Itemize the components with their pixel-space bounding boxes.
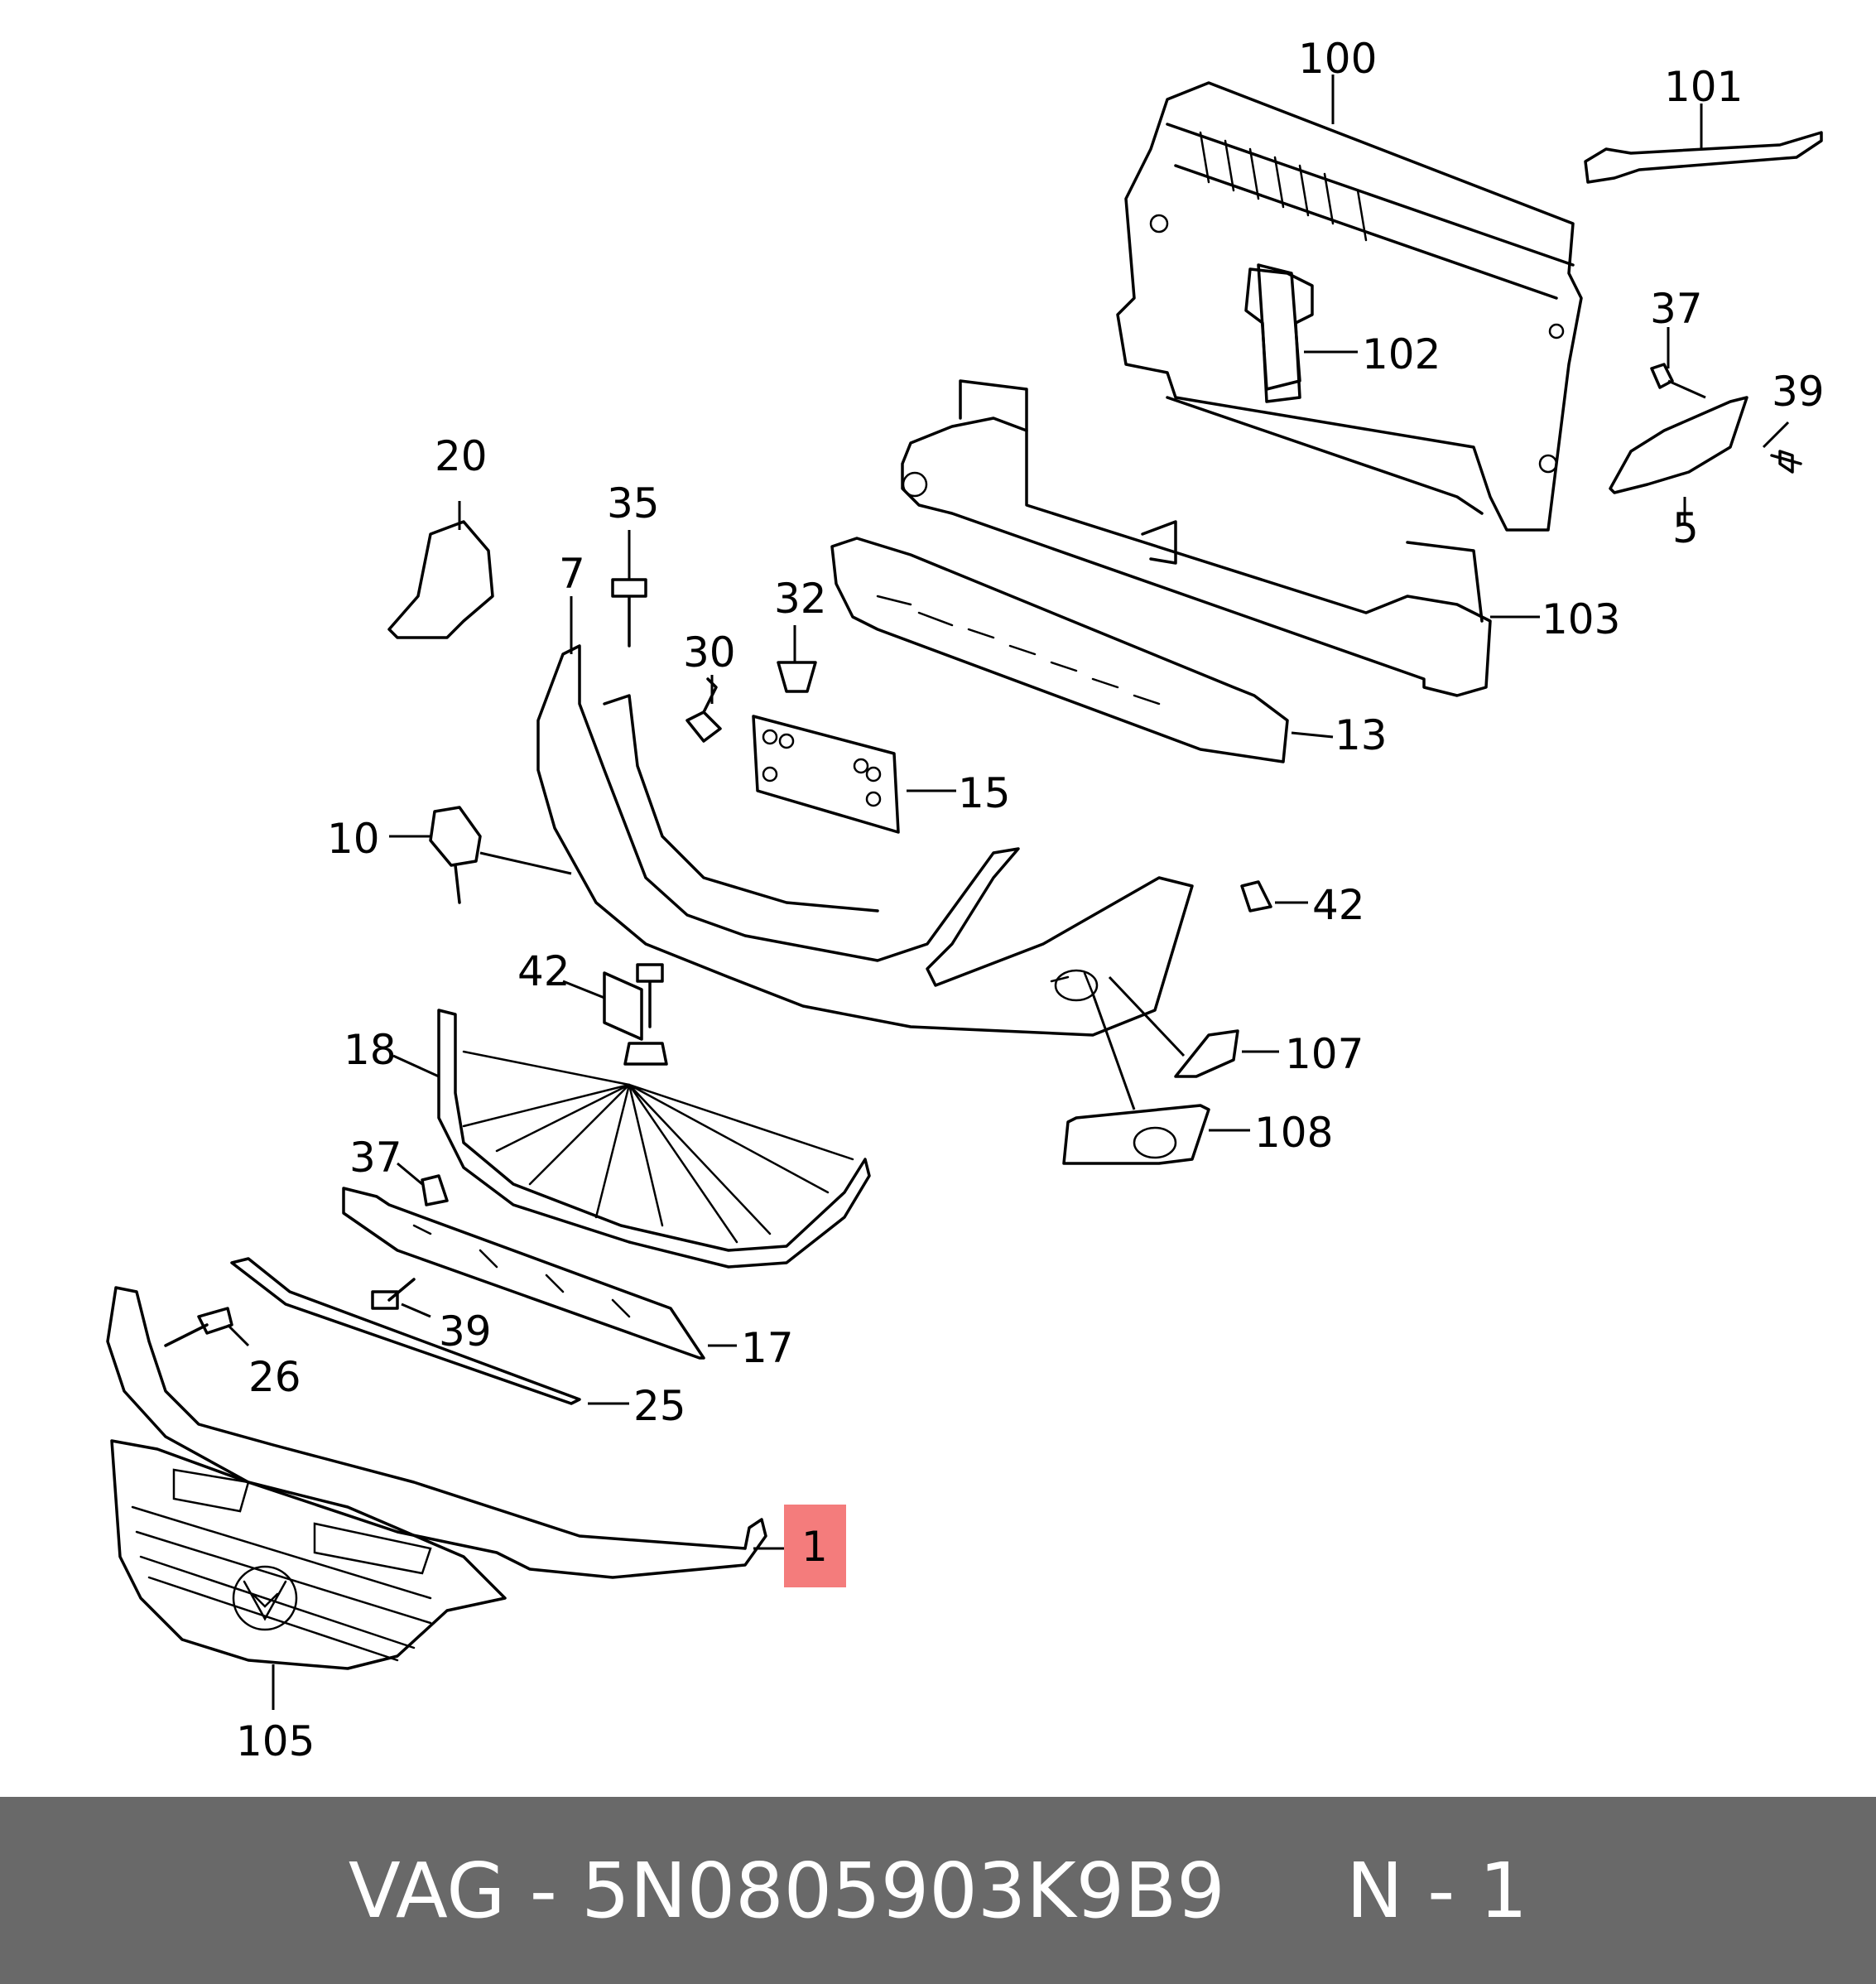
screw-42-left — [623, 963, 668, 1066]
clip-42-right — [1240, 880, 1272, 913]
part-103-reinforcement-beam — [901, 379, 1492, 697]
rivet-26 — [164, 1307, 233, 1347]
banner-brand: VAG — [348, 1846, 506, 1935]
callout-37-top: 37 — [1650, 285, 1703, 333]
part-20-bracket — [387, 520, 494, 639]
part-15-plate-holder — [752, 715, 900, 834]
callout-17: 17 — [741, 1324, 794, 1372]
screw-39-lower — [371, 1278, 416, 1310]
banner-gap — [1225, 1847, 1346, 1935]
part-100-front-carrier — [1116, 81, 1583, 532]
leader-lines — [226, 75, 1790, 1710]
callout-102: 102 — [1362, 330, 1441, 378]
part-108-fog-grille — [1062, 1104, 1210, 1165]
callout-15: 15 — [958, 769, 1011, 817]
callout-5: 5 — [1672, 504, 1699, 552]
clip-30 — [685, 677, 722, 743]
part-13-absorber — [830, 537, 1289, 763]
screw-39-top — [1770, 450, 1802, 474]
callout-30: 30 — [683, 628, 736, 677]
callout-39-lower: 39 — [439, 1307, 492, 1356]
callout-105: 105 — [236, 1717, 315, 1765]
part-105-radiator-grille — [110, 1439, 507, 1670]
callout-7: 7 — [559, 550, 585, 598]
part-102-mount — [1244, 267, 1314, 403]
callout-108: 108 — [1254, 1109, 1333, 1157]
callout-42-right: 42 — [1312, 881, 1365, 929]
part-1-spoiler — [106, 1286, 767, 1579]
callout-20: 20 — [435, 432, 488, 480]
callout-32: 32 — [774, 575, 827, 623]
callout-37-lower: 37 — [349, 1134, 402, 1182]
part-5-side-bracket — [1609, 396, 1749, 494]
callout-18: 18 — [344, 1026, 397, 1074]
callout-26: 26 — [248, 1353, 301, 1401]
callout-1: 1 — [801, 1523, 828, 1571]
banner-part-number: 5N0805903K9B9 — [581, 1846, 1225, 1935]
part-18-air-guide — [437, 1009, 871, 1269]
callout-101: 101 — [1664, 63, 1743, 111]
part-25-trim-strip — [230, 1257, 581, 1405]
part-number-banner: VAG - 5N0805903K9B9 N - 1 — [0, 1797, 1876, 1984]
clip-32 — [777, 661, 817, 693]
callout-25: 25 — [633, 1382, 686, 1430]
part-7-bumper-cover — [536, 644, 1194, 1037]
callout-13: 13 — [1335, 711, 1388, 759]
part-101-bracket — [1584, 131, 1823, 184]
callout-42-left: 42 — [517, 947, 570, 995]
part-107-cover — [1174, 1029, 1239, 1078]
part-10-cover — [429, 806, 482, 904]
part-17-lower-carrier — [342, 1187, 705, 1360]
callout-100: 100 — [1298, 35, 1377, 83]
clip-37-lower — [421, 1174, 449, 1206]
callout-107: 107 — [1285, 1030, 1364, 1078]
banner-note: N - 1 — [1346, 1846, 1528, 1935]
banner-separator: - — [505, 1846, 582, 1935]
screw-35 — [611, 578, 647, 648]
callout-10: 10 — [327, 815, 380, 863]
clip-37-top — [1650, 363, 1674, 389]
callout-labels: 100 101 102 103 37 39 5 20 35 7 32 30 13… — [236, 35, 1825, 1765]
callout-35: 35 — [607, 479, 660, 527]
callout-103: 103 — [1542, 595, 1620, 643]
exploded-parts-diagram: 100 101 102 103 37 39 5 20 35 7 32 30 13… — [106, 35, 1825, 1765]
callout-39-top: 39 — [1772, 368, 1825, 416]
clip-42-left — [603, 971, 643, 1041]
highlight-box — [784, 1505, 846, 1587]
